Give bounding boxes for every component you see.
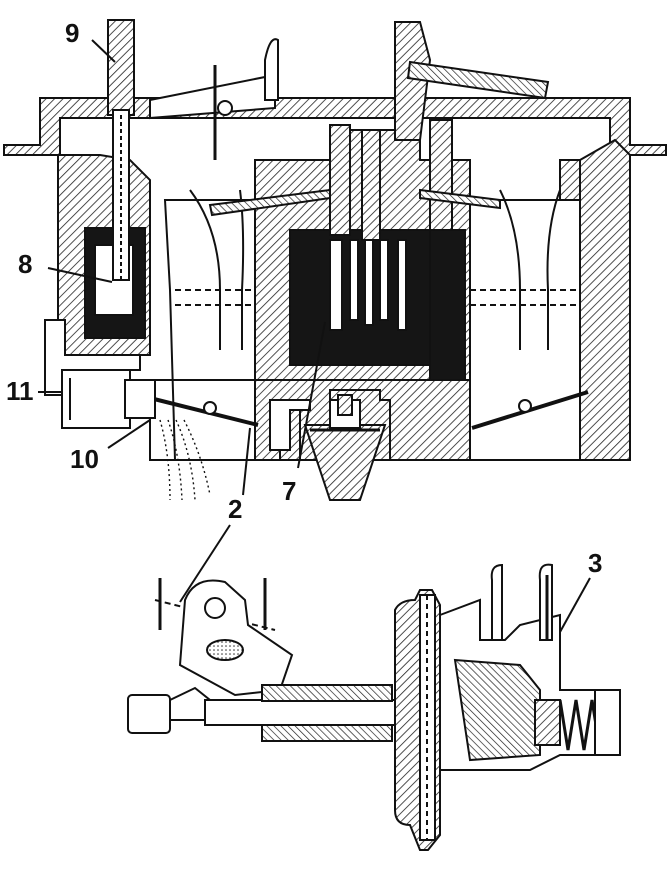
vacuum-actuator	[127, 563, 621, 851]
solenoid-valve	[61, 369, 131, 429]
leader-lines	[38, 39, 591, 633]
leader-8	[47, 267, 113, 283]
callout-7: 7	[282, 476, 296, 506]
leader-2-top	[242, 427, 251, 496]
leader-3	[559, 577, 591, 633]
callout-2: 2	[228, 494, 242, 524]
callout-3: 3	[588, 548, 602, 578]
throttle-lever	[178, 579, 294, 697]
callouts: 9 8 11 10 7 2 3	[6, 18, 602, 578]
leader-9	[91, 39, 116, 63]
callout-8: 8	[18, 249, 32, 279]
callout-10: 10	[70, 444, 99, 474]
carburetor-section	[3, 19, 667, 501]
leader-2-bottom	[179, 524, 231, 603]
leader-7	[297, 321, 326, 469]
callout-11: 11	[6, 376, 34, 406]
leader-10	[107, 419, 151, 449]
callout-9: 9	[65, 18, 79, 48]
